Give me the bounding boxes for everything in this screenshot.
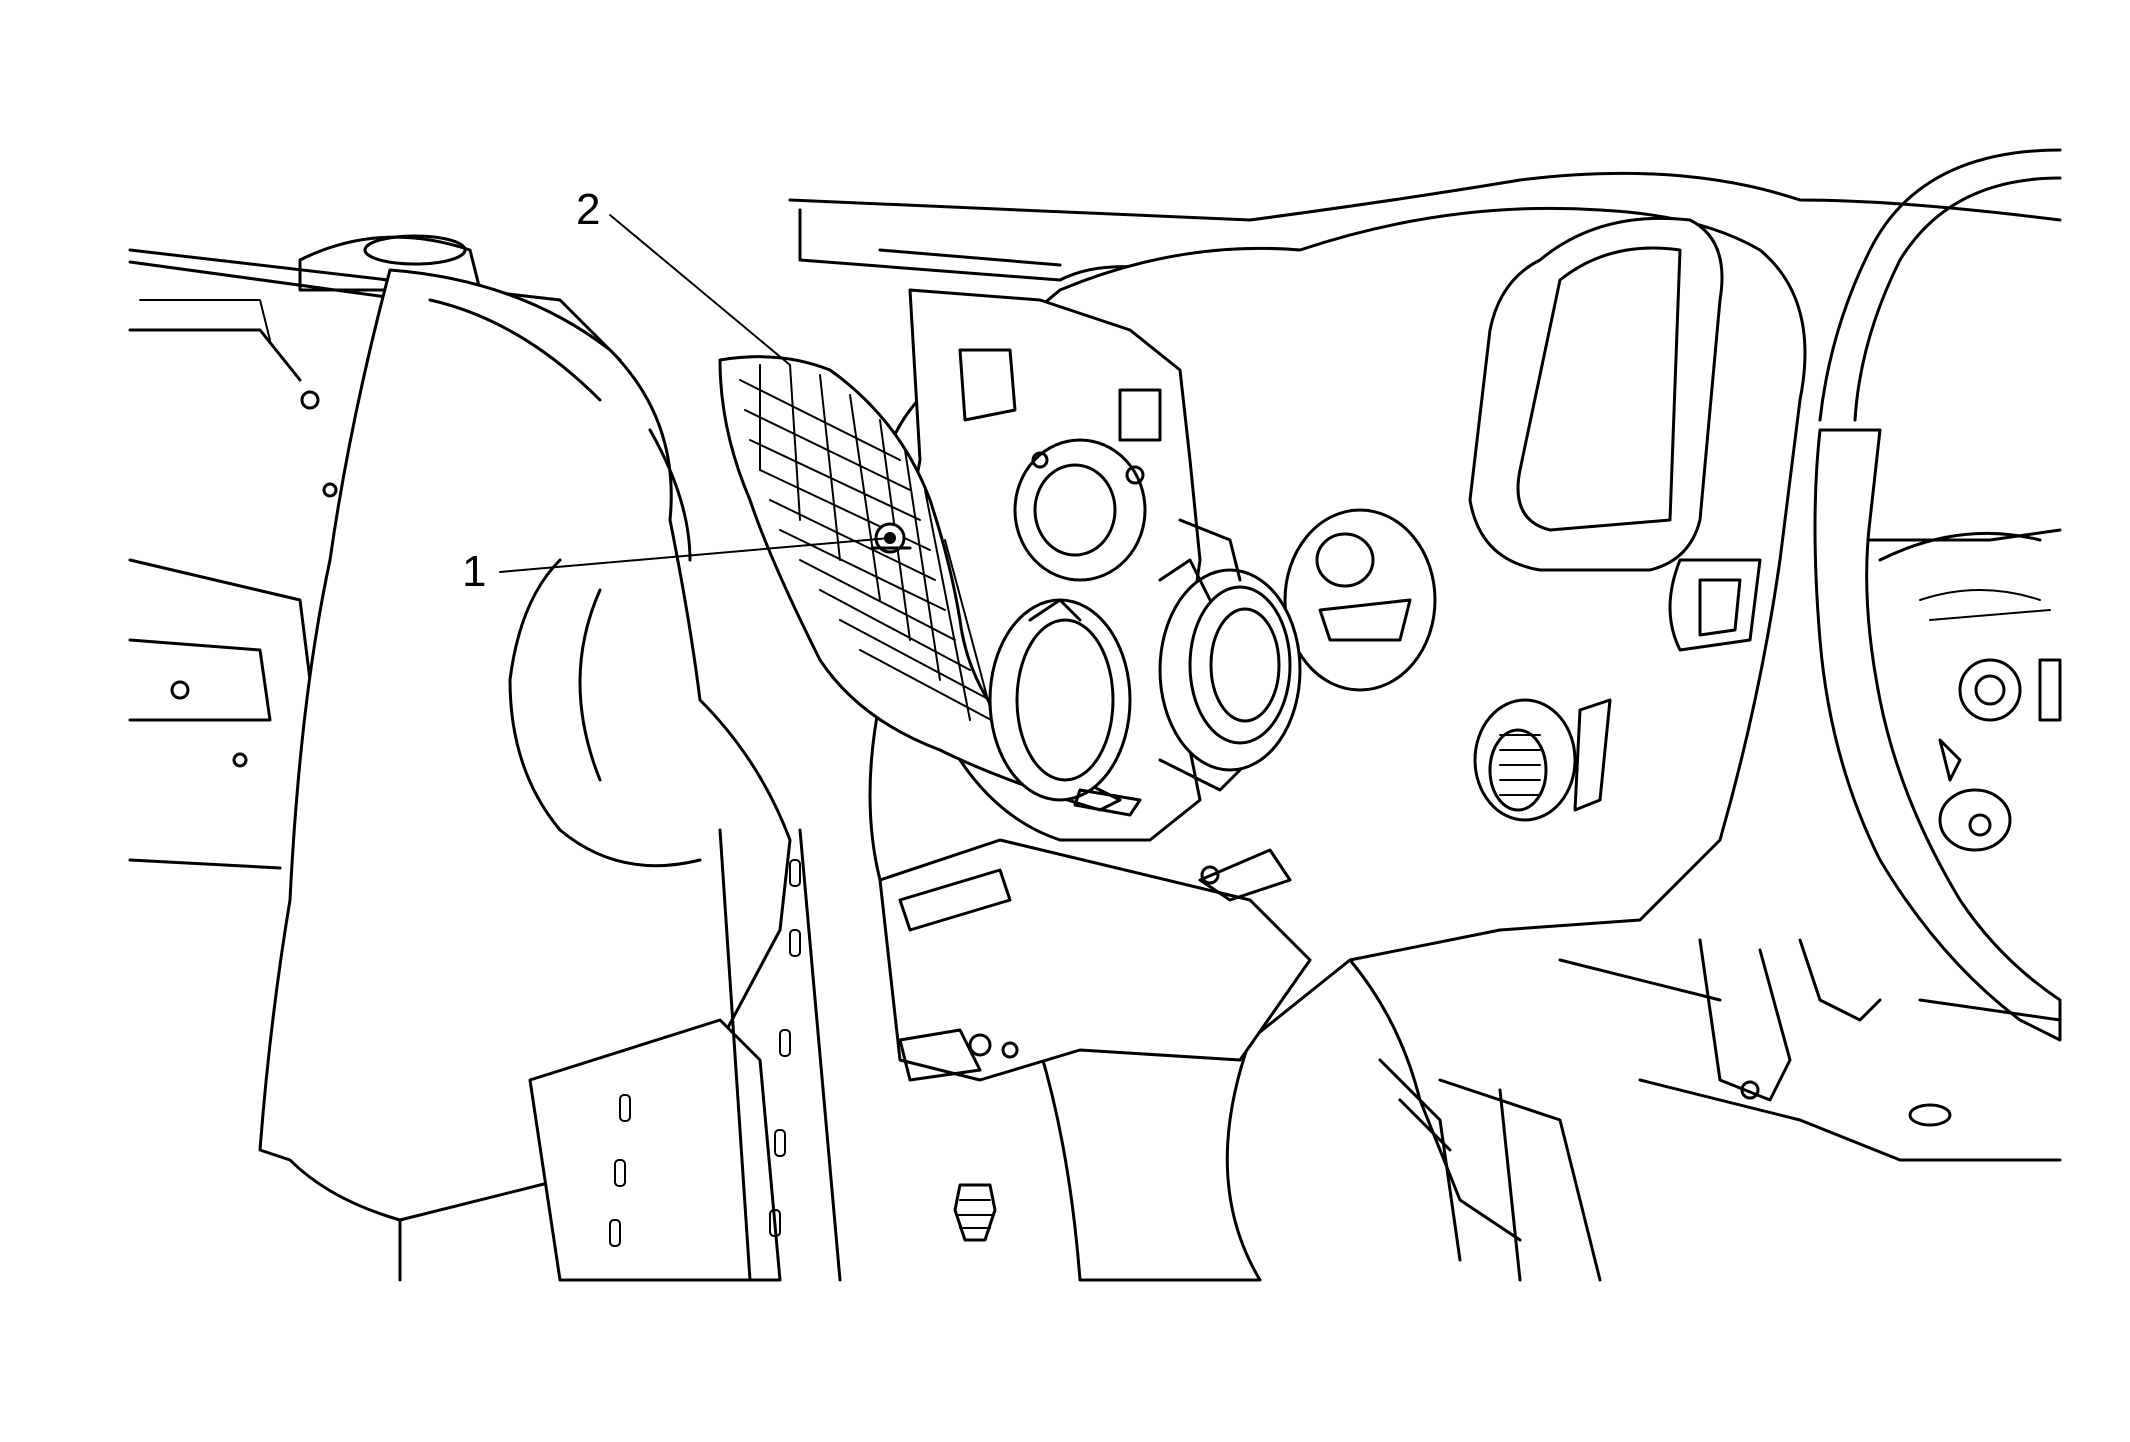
callout-2-leader xyxy=(609,214,791,366)
end-cap-panel xyxy=(258,268,792,1222)
callout-leaders xyxy=(499,214,891,573)
left-frame-structure xyxy=(128,234,622,870)
steering-wheel-icon xyxy=(1813,148,2062,1042)
callout-1-label: 1 xyxy=(462,547,486,596)
knee-bolster xyxy=(878,838,1522,1262)
steering-column-collar xyxy=(1158,518,1302,792)
right-lower-structure xyxy=(1438,938,2062,1282)
callout-2-label: 2 xyxy=(576,185,600,234)
callout-1-leader xyxy=(499,537,891,573)
air-duct-icon xyxy=(718,355,1142,817)
retainer-clip-icon xyxy=(953,1183,997,1242)
vent-icon xyxy=(1283,508,1437,692)
console-side-panel xyxy=(398,828,842,1282)
